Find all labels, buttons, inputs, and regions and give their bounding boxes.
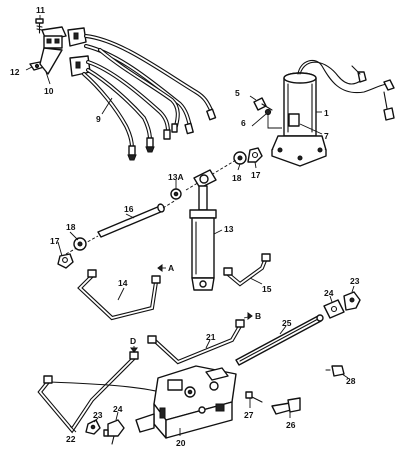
label-1: 1 bbox=[324, 108, 329, 118]
ref-A: A bbox=[168, 263, 174, 273]
label-13: 13 bbox=[224, 224, 234, 234]
label-13a: 13A bbox=[168, 172, 184, 182]
label-14: 14 bbox=[118, 278, 128, 288]
part-15-hydraulic-line bbox=[223, 253, 271, 287]
callout-labels: 11 12 10 9 1 7 5 6 13A 13 18 17 16 18 17… bbox=[10, 5, 360, 448]
label-5: 5 bbox=[235, 88, 240, 98]
part-17-18-left-hardware bbox=[57, 237, 87, 269]
label-12: 12 bbox=[10, 67, 20, 77]
part-13-cylinder bbox=[170, 169, 217, 291]
part-10-switch-block bbox=[39, 26, 91, 77]
label-23-right: 23 bbox=[350, 276, 360, 286]
part-16-pin bbox=[65, 199, 177, 255]
part-5-6-screws bbox=[253, 97, 282, 129]
label-26: 26 bbox=[286, 420, 296, 430]
label-16: 16 bbox=[124, 204, 134, 214]
label-18-upper: 18 bbox=[232, 173, 242, 183]
part-11-screw bbox=[35, 18, 44, 34]
ref-B: B bbox=[255, 311, 261, 321]
part-26-27-28-hardware bbox=[245, 365, 345, 415]
label-24-right: 24 bbox=[324, 288, 334, 298]
label-18-left: 18 bbox=[66, 222, 76, 232]
label-17-left: 17 bbox=[50, 236, 60, 246]
part-21-hydraulic-line bbox=[147, 319, 245, 365]
label-9: 9 bbox=[96, 114, 101, 124]
reference-arrows bbox=[130, 264, 253, 353]
part-14-hydraulic-line bbox=[77, 269, 161, 321]
part-23-24-bottom-fittings bbox=[85, 419, 125, 445]
part-9-wiring-harness bbox=[82, 34, 217, 161]
label-20: 20 bbox=[176, 438, 186, 448]
part-20-manifold bbox=[135, 365, 237, 439]
label-17-upper: 17 bbox=[251, 170, 261, 180]
label-10: 10 bbox=[44, 86, 54, 96]
ref-D: D bbox=[130, 336, 136, 346]
label-15: 15 bbox=[262, 284, 272, 294]
label-27: 27 bbox=[244, 410, 254, 420]
label-6: 6 bbox=[241, 118, 246, 128]
label-23-bottom: 23 bbox=[93, 410, 103, 420]
label-25: 25 bbox=[282, 318, 292, 328]
label-22: 22 bbox=[66, 434, 76, 444]
label-21: 21 bbox=[206, 332, 216, 342]
label-7: 7 bbox=[324, 131, 329, 141]
label-24-bottom: 24 bbox=[113, 404, 123, 414]
label-leaders bbox=[25, 15, 355, 436]
part-23-24-right-fittings bbox=[323, 291, 361, 319]
part-25-rod bbox=[235, 314, 324, 366]
label-11: 11 bbox=[36, 5, 45, 15]
part-1-pump-motor bbox=[271, 59, 395, 167]
label-28: 28 bbox=[346, 376, 356, 386]
